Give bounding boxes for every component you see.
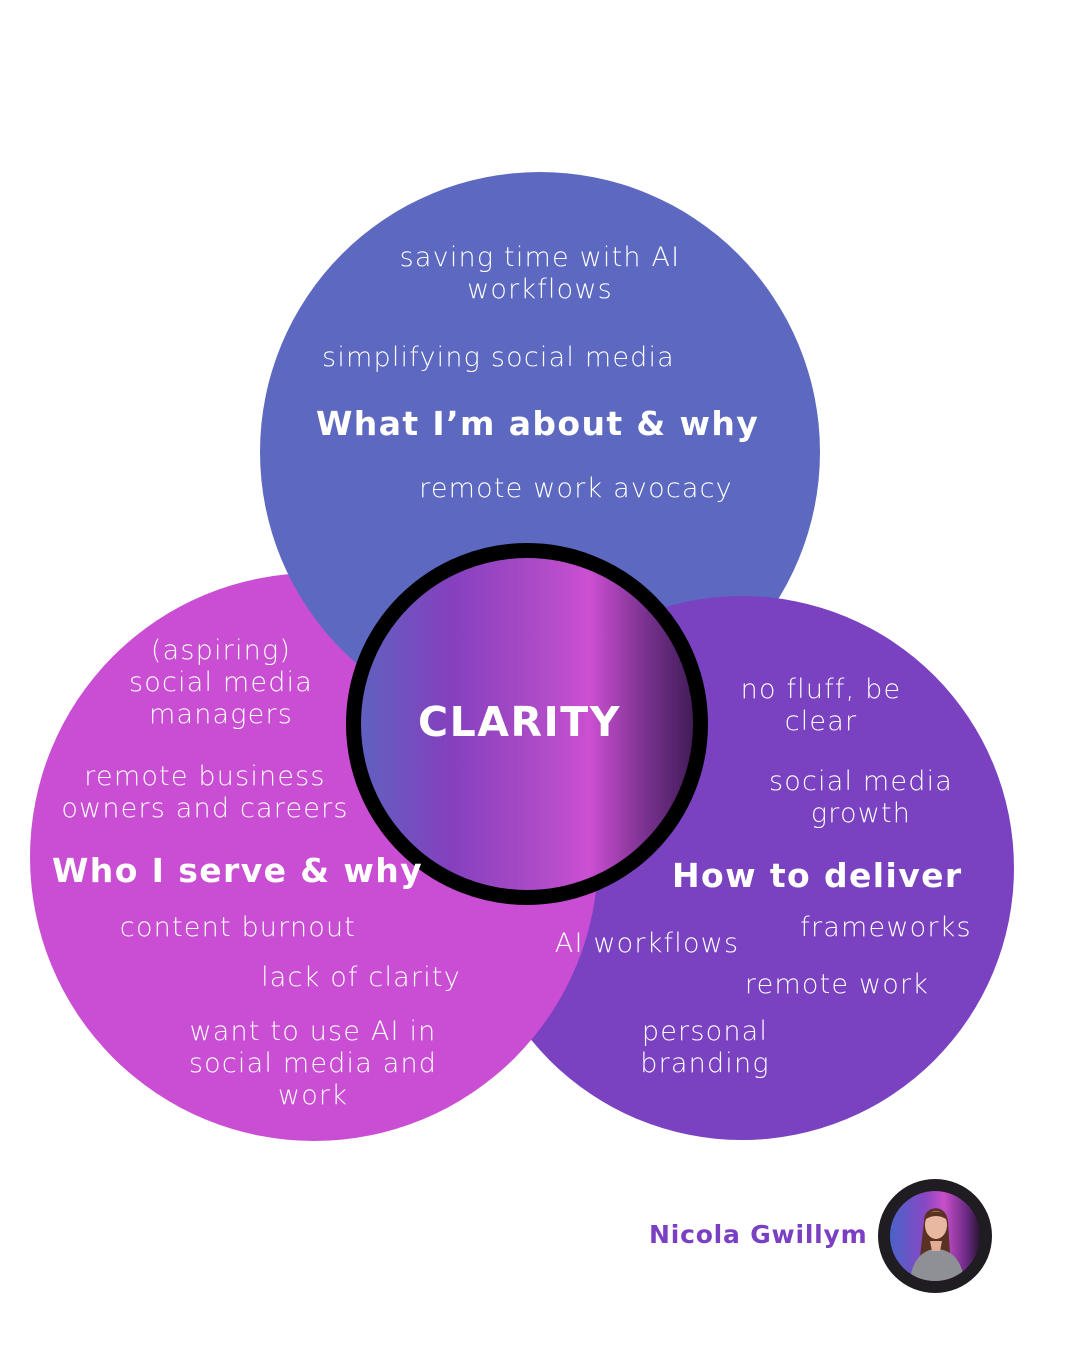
heading-how-to-deliver: How to deliver <box>672 856 963 895</box>
item-no-fluff: no fluff, be clear <box>740 674 902 737</box>
item-remote-work: remote work <box>744 969 930 1000</box>
heading-what-im-about: What I’m about & why <box>316 404 760 443</box>
circle-what-im-about <box>260 172 820 732</box>
item-lack-of-clarity: lack of clarity <box>261 962 461 993</box>
item-personal-branding: personal branding <box>640 1016 770 1079</box>
item-aspiring-smm: (aspiring) social media managers <box>128 635 314 730</box>
center-label-clarity: CLARITY <box>418 698 621 746</box>
item-content-burnout: content burnout <box>119 912 357 943</box>
item-simplifying-social-media: simplifying social media <box>322 342 675 373</box>
item-ai-workflows: AI workflows <box>554 928 740 959</box>
center-circle <box>346 543 708 905</box>
heading-who-i-serve: Who I serve & why <box>52 851 424 890</box>
item-social-media-growth: social media growth <box>768 766 954 829</box>
item-remote-work-advocacy: remote work avocacy <box>419 473 733 504</box>
profile-photo-icon <box>910 1208 964 1281</box>
avatar-photo <box>890 1191 980 1281</box>
item-want-to-use-ai: want to use AI in social media and work <box>188 1016 438 1111</box>
avatar <box>878 1179 992 1293</box>
item-remote-business-owners: remote business owners and careers <box>61 761 349 824</box>
author-name: Nicola Gwillym <box>649 1220 868 1249</box>
item-frameworks: frameworks <box>800 912 972 943</box>
item-saving-time-ai-workflows: saving time with AI workflows <box>399 242 681 305</box>
